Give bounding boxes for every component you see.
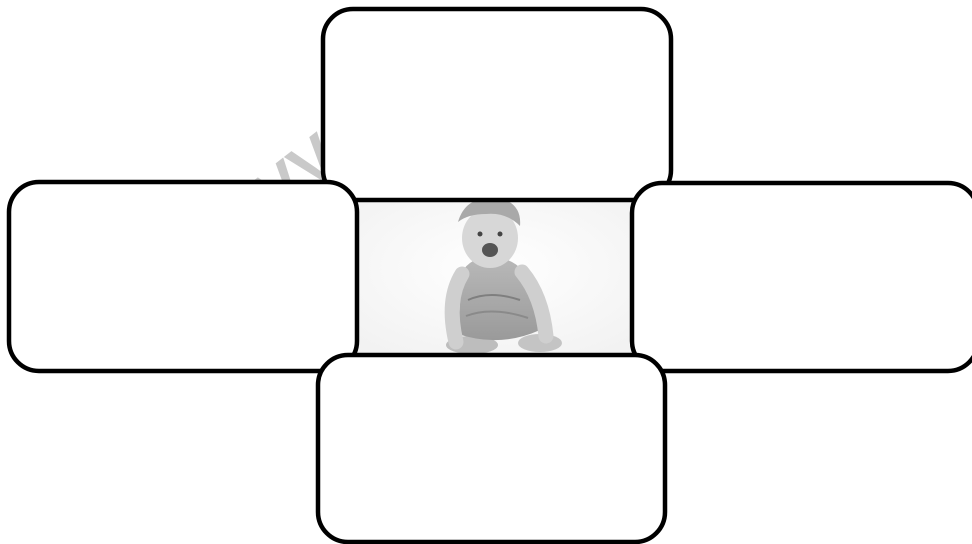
top-box [323, 9, 671, 200]
bottom-box [318, 355, 665, 542]
right-box [632, 183, 972, 371]
left-box [9, 182, 357, 371]
center-photo [345, 196, 645, 356]
